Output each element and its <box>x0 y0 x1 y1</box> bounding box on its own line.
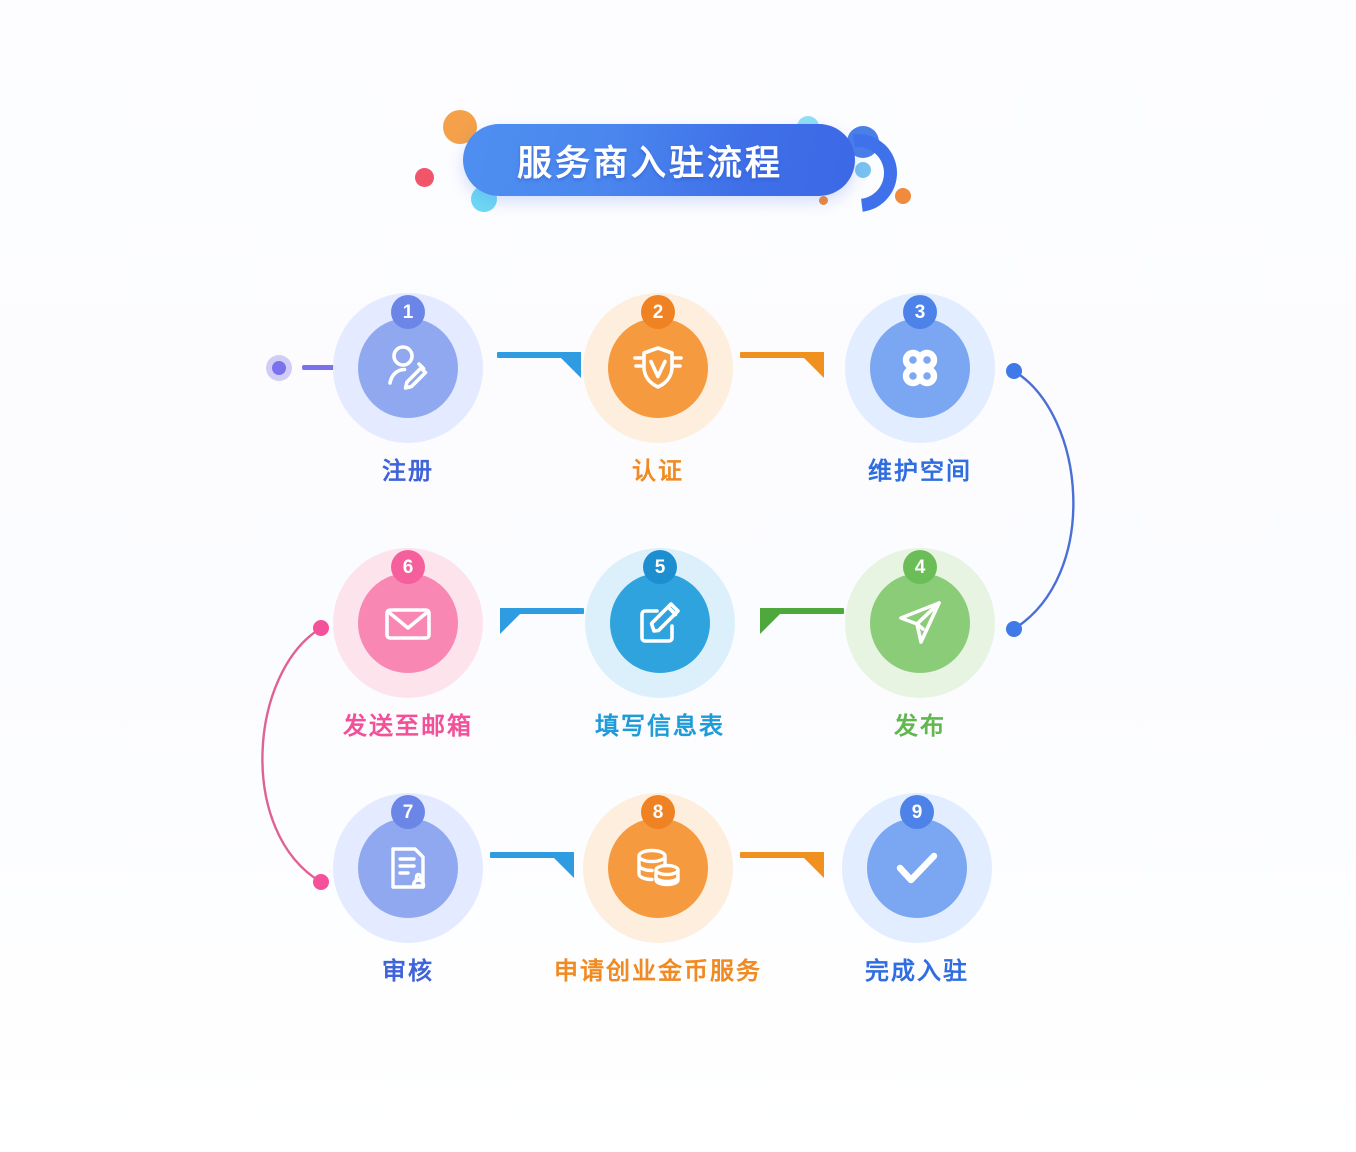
step-3-badge: 3 <box>903 295 937 329</box>
step-2-badge: 2 <box>641 295 675 329</box>
step-node-2[interactable]: 2 认证 <box>583 293 733 485</box>
step-node-3[interactable]: 3 维护空间 <box>845 293 995 485</box>
decor-dot-orange-bottom-right <box>895 188 911 204</box>
decor-dot-lightblue-right <box>855 162 871 178</box>
coins-stack-icon <box>629 839 687 897</box>
curve-step6-to-step7 <box>261 620 329 890</box>
step-8-badge: 8 <box>641 795 675 829</box>
step-8-circle <box>608 818 708 918</box>
step-3-label: 维护空间 <box>868 458 972 485</box>
step-5-label: 填写信息表 <box>595 713 725 740</box>
step-node-4[interactable]: 4 发布 <box>845 548 995 740</box>
document-stamp-icon <box>380 840 436 896</box>
step-4-label: 发布 <box>894 713 946 740</box>
step-node-1[interactable]: 1 注册 <box>333 293 483 485</box>
step-1-label: 注册 <box>382 458 434 485</box>
arrow-step2-to-step3 <box>740 352 824 386</box>
step-9-badge: 9 <box>900 795 934 829</box>
check-mark-icon <box>887 838 947 898</box>
step-node-5[interactable]: 5 填写信息表 <box>585 548 735 740</box>
step-6-label: 发送至邮箱 <box>343 713 473 740</box>
page-title: 服务商入驻流程 <box>516 143 783 183</box>
step-8-label: 申请创业金币服务 <box>554 958 762 985</box>
envelope-icon <box>379 594 437 652</box>
step-6-badge: 6 <box>391 550 425 584</box>
title-banner: 服务商入驻流程 <box>415 104 935 228</box>
step-7-circle <box>358 818 458 918</box>
step-6-circle <box>358 573 458 673</box>
arrow-step5-to-step6 <box>500 608 584 642</box>
step-node-9[interactable]: 9 完成入驻 <box>842 793 992 985</box>
step-7-label: 审核 <box>382 958 434 985</box>
decor-dot-red-left <box>415 168 434 187</box>
step-1-badge: 1 <box>391 295 425 329</box>
step-node-7[interactable]: 7 审核 <box>333 793 483 985</box>
flow-start-line <box>302 365 344 370</box>
shield-verified-icon <box>629 339 687 397</box>
flow-start-dot <box>266 355 292 381</box>
step-9-circle <box>867 818 967 918</box>
step-9-label: 完成入驻 <box>865 958 969 985</box>
arrow-step8-to-step9 <box>740 852 824 886</box>
step-2-circle <box>608 318 708 418</box>
step-node-6[interactable]: 6 发送至邮箱 <box>333 548 483 740</box>
step-1-circle <box>358 318 458 418</box>
decor-dot-orange-small <box>819 196 828 205</box>
arrow-step1-to-step2 <box>497 352 581 386</box>
step-3-circle <box>870 318 970 418</box>
step-4-circle <box>870 573 970 673</box>
step-7-badge: 7 <box>391 795 425 829</box>
paper-plane-icon <box>891 594 949 652</box>
arrow-step4-to-step5 <box>760 608 844 642</box>
clover-nodes-icon <box>892 340 948 396</box>
arrow-step7-to-step8 <box>490 852 574 886</box>
user-pencil-icon <box>380 340 436 396</box>
step-node-8[interactable]: 8 申请创业金币服务 <box>554 793 760 985</box>
edit-square-icon <box>632 595 688 651</box>
title-banner-background <box>463 124 855 196</box>
step-5-circle <box>610 573 710 673</box>
step-2-label: 认证 <box>632 458 684 485</box>
step-5-badge: 5 <box>643 550 677 584</box>
curve-step3-to-step4 <box>1006 363 1075 637</box>
step-4-badge: 4 <box>903 550 937 584</box>
